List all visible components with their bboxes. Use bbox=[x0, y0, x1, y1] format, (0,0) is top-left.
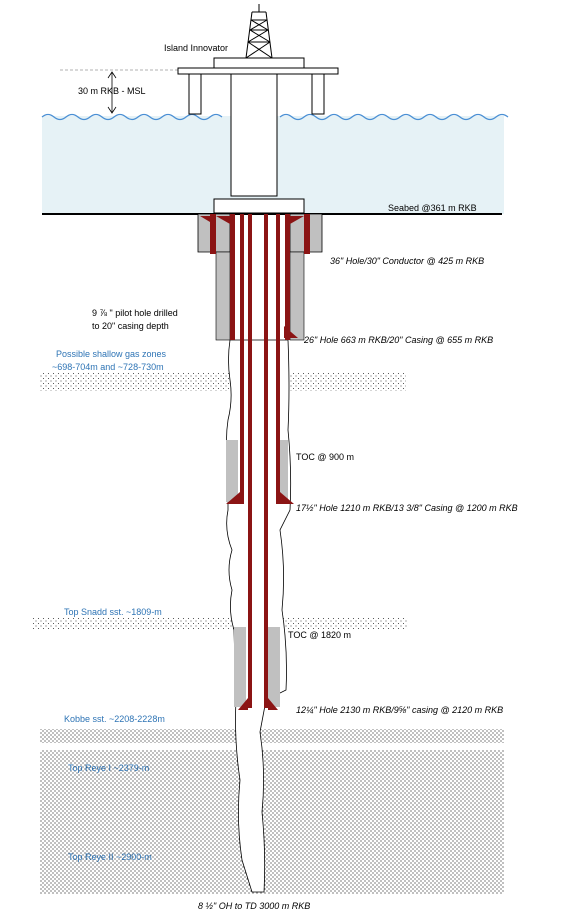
derrick-icon bbox=[245, 4, 273, 59]
formation-label-reye1: Top Reye I ~2379-m bbox=[68, 763, 149, 773]
toc-label-1820: TOC @ 1820 m bbox=[288, 630, 351, 640]
shallow-gas-label-line2: ~698-704m and ~728-730m bbox=[52, 362, 164, 372]
casing-label-30: 36" Hole/30" Conductor @ 425 m RKB bbox=[330, 256, 484, 266]
casing-20-right bbox=[285, 214, 290, 340]
casing-20-hanger-left bbox=[216, 216, 230, 224]
td-label: 8 ½" OH to TD 3000 m RKB bbox=[198, 901, 310, 911]
casing20-cement-left bbox=[215, 251, 231, 341]
reye-zone bbox=[40, 750, 504, 894]
wave-line-right bbox=[279, 113, 509, 121]
shallow-gas-label-line1: Possible shallow gas zones bbox=[56, 349, 167, 359]
rig-leg-right bbox=[311, 73, 325, 115]
shallow-gas-zone bbox=[40, 373, 406, 391]
riser bbox=[230, 73, 278, 197]
casing958-cement-right bbox=[266, 627, 280, 707]
casing-label-20: 26" Hole 663 m RKB/20" Casing @ 655 m RK… bbox=[303, 335, 493, 345]
casing-958-shoe-left bbox=[238, 698, 248, 710]
formation-label-kobbe: Kobbe sst. ~2208-2228m bbox=[64, 714, 165, 724]
casing-1338-right bbox=[276, 214, 280, 504]
casing-958-left bbox=[248, 214, 252, 708]
toc-label-900: TOC @ 900 m bbox=[296, 452, 354, 462]
casing-30-right bbox=[304, 214, 310, 254]
casing-30-left bbox=[210, 214, 216, 254]
rig-upper-deck bbox=[213, 57, 305, 69]
casing-30-shoe-left bbox=[200, 216, 210, 222]
casing-20-left bbox=[230, 214, 235, 340]
rkb-arrow-down-icon bbox=[107, 106, 117, 114]
casing-1338-shoe-right bbox=[280, 492, 294, 504]
rkb-msl-label: 30 m RKB - MSL bbox=[78, 86, 146, 96]
pilot-hole-note-line2: to 20" casing depth bbox=[92, 321, 169, 331]
rkb-arrow-up-icon bbox=[107, 71, 117, 79]
casing958-cement-left bbox=[234, 627, 246, 707]
wellhead bbox=[213, 198, 305, 214]
casing-1338-left bbox=[240, 214, 244, 504]
pilot-hole-note-line1: 9 ⅞ " pilot hole drilled bbox=[92, 308, 178, 318]
formation-label-reye2: Top Reye II ~2900-m bbox=[68, 852, 152, 862]
casing1338-cement-right bbox=[278, 440, 288, 502]
casing-label-958: 12¼" Hole 2130 m RKB/9⅝" casing @ 2120 m… bbox=[296, 705, 503, 715]
casing-20-hanger-right bbox=[290, 216, 304, 224]
kobbe-zone bbox=[40, 729, 504, 743]
casing1338-cement-left bbox=[226, 440, 238, 502]
casing-20-shoe-right bbox=[284, 326, 298, 338]
seabed-label: Seabed @361 m RKB bbox=[388, 203, 477, 213]
casing-958-shoe-right bbox=[268, 698, 278, 710]
casing-label-1338: 17½" Hole 1210 m RKB/13 3/8" Casing @ 12… bbox=[296, 503, 518, 513]
casing20-cement-right bbox=[289, 251, 305, 341]
rig-name-label: Island Innovator bbox=[164, 43, 228, 53]
formation-label-snadd: Top Snadd sst. ~1809-m bbox=[64, 607, 162, 617]
casing-1338-shoe-left bbox=[226, 492, 240, 504]
snadd-zone bbox=[32, 617, 408, 629]
rig-main-deck bbox=[177, 67, 339, 75]
casing-958-right bbox=[264, 214, 268, 708]
rig-leg-left bbox=[188, 73, 202, 115]
